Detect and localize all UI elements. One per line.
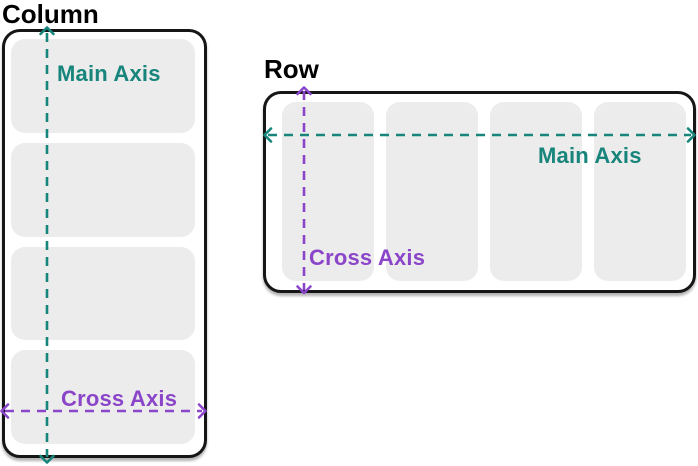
column-child-box <box>11 142 195 237</box>
row-main-axis-label: Main Axis <box>538 143 642 168</box>
column-main-axis-label: Main Axis <box>57 61 161 86</box>
row-child-box <box>594 102 686 281</box>
column-container <box>2 29 207 458</box>
column-cross-axis-label: Cross Axis <box>61 386 178 411</box>
row-child-box <box>282 102 374 281</box>
row-child-box <box>490 102 582 281</box>
row-child-box <box>386 102 478 281</box>
row-cross-axis-label: Cross Axis <box>309 245 426 270</box>
row-container <box>263 91 696 293</box>
column-panel-title: Column <box>2 0 99 29</box>
row-panel-title: Row <box>264 54 319 84</box>
column-child-box <box>11 39 195 133</box>
column-child-box <box>11 350 195 444</box>
column-child-box <box>11 246 195 341</box>
